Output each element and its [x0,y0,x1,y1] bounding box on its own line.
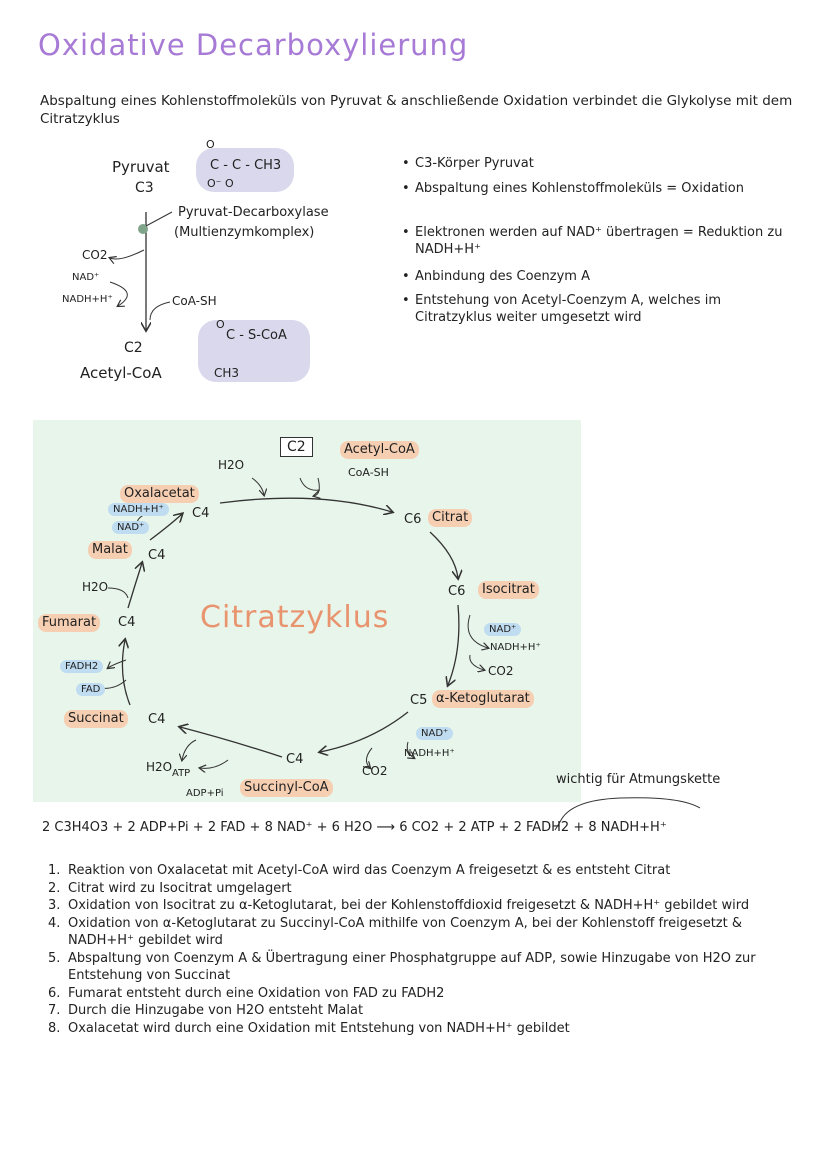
step-text: Reaktion von Oxalacetat mit Acetyl-CoA w… [68,863,671,878]
step-number: 8. [48,1020,61,1036]
cycle-h2o-top: H2O [218,458,245,472]
step-item: 1. Reaktion von Oxalacetat mit Acetyl-CoA… [48,862,788,880]
step-text: Oxidation von α-Ketoglutarat zu Succinyl… [68,915,742,949]
cycle-succinat: Succinat [64,710,128,728]
pyruvat-formula-bottom: O⁻ O [207,177,234,190]
bullet-text: Entstehung von Acetyl-Coenzym A, welches… [415,293,721,325]
cycle-co2-1: CO2 [488,664,514,678]
bullet-text: Abspaltung eines Kohlenstoffmoleküls = O… [415,181,744,196]
acetyl-formula: C - S-CoA [226,328,287,343]
acetyl-structure-blob [198,320,310,382]
intro-text: Abspaltung eines Kohlenstoffmoleküls von… [40,93,793,127]
cycle-malat: Malat [88,541,132,559]
acetyl-label: Acetyl-CoA [80,364,162,382]
pyruvat-coa-sh: CoA-SH [172,294,217,308]
cycle-oxalacetat: Oxalacetat [120,485,199,503]
cycle-c4-oxalacetat: C4 [192,506,210,521]
bullet-item: •Entstehung von Acetyl-Coenzym A, welche… [402,293,721,325]
step-number: 6. [48,985,61,1001]
pyruvat-formula: C - C - CH3 [210,158,282,173]
cycle-h2o-left: H2O [82,580,109,594]
enzyme-label: Pyruvat-Decarboxylase [178,205,329,220]
cycle-center-title: Citratzyklus [200,600,390,635]
step-item: 4. Oxidation von α-Ketoglutarat zu Succin… [48,915,788,950]
bullet-item: •C3-Körper Pyruvat [402,156,534,171]
step-item: 8. Oxalacetat wird durch eine Oxidation m… [48,1020,788,1038]
cycle-h2o-bottom: H2O [146,760,173,774]
cycle-c4-succinylcoa: C4 [286,752,304,767]
cycle-c4-succinat: C4 [148,712,166,727]
bullet-text: Elektronen werden auf NAD⁺ übertragen = … [415,225,783,257]
cycle-fad: FAD [76,683,106,696]
step-item: 3. Oxidation von Isocitrat zu α-Ketogluta… [48,897,788,915]
bullet-item: •Abspaltung eines Kohlenstoffmoleküls = … [402,181,744,196]
bullet-text: C3-Körper Pyruvat [415,156,534,171]
step-number: 7. [48,1003,61,1018]
step-text: Oxalacetat wird durch eine Oxidation mit… [68,1020,570,1036]
step-text: Fumarat entsteht durch eine Oxidation vo… [68,985,445,1001]
bullet-item: •Anbindung des Coenzym A [402,269,590,284]
cycle-acetyl-coa: Acetyl-CoA [340,441,419,459]
pyruvat-label: Pyruvat [112,158,170,176]
cycle-succinyl-coa: Succinyl-CoA [240,779,333,797]
cycle-c5: C5 [410,693,428,708]
pyruvat-c3: C3 [135,180,154,196]
step-text: Citrat wird zu Isocitrat umgelagert [68,880,292,896]
step-text: Abspaltung von Coenzym A & Übertragung e… [68,950,756,984]
cycle-nad-1: NAD⁺ [484,623,522,636]
cycle-c6-isocitrat: C6 [448,584,466,599]
cycle-c6-citrat: C6 [404,512,422,527]
cycle-nad-2: NAD⁺ [416,727,454,740]
step-number: 2. [48,880,61,896]
acetyl-formula-top: O [216,318,225,331]
cycle-c4-malat: C4 [148,548,166,563]
cycle-c2-box: C2 [280,437,313,457]
cycle-atp: ATP [172,768,191,779]
cycle-coa-sh: CoA-SH [348,466,389,479]
cycle-citrat: Citrat [428,509,473,527]
bullet-text: Anbindung des Coenzym A [415,269,590,284]
step-number: 1. [48,863,61,878]
pyruvat-formula-top: O [206,138,215,151]
cycle-fadh2: FADH2 [60,660,104,673]
cycle-c4-fumarat: C4 [118,615,136,630]
pyruvat-nad: NAD⁺ [72,272,100,283]
cycle-nadh-3: NADH+H⁺ [108,503,169,516]
pyruvat-nadh: NADH+H⁺ [62,294,113,305]
step-item: 5. Abspaltung von Coenzym A & Übertragung… [48,950,788,985]
cycle-co2-2: CO2 [362,764,388,778]
step-text: Oxidation von Isocitrat zu α-Ketoglutara… [68,898,750,913]
cycle-nadh-1: NADH+H⁺ [490,642,541,653]
summary-equation: 2 C3H4O3 + 2 ADP+Pi + 2 FAD + 8 NAD⁺ + 6… [42,820,667,835]
citratzyklus-panel [33,420,581,802]
bullet-item: •Elektronen werden auf NAD⁺ übertragen =… [402,225,783,257]
cycle-fumarat: Fumarat [38,614,101,632]
pyruvat-structure-blob [196,148,294,192]
step-number: 5. [48,950,61,966]
steps-list: 1. Reaktion von Oxalacetat mit Acetyl-CoA… [48,862,788,1037]
pyruvat-co2: CO2 [82,248,108,262]
step-item: 6. Fumarat entsteht durch eine Oxidation … [48,985,788,1003]
step-number: 3. [48,898,61,913]
step-text: Durch die Hinzugabe von H2O entsteht Mal… [68,1003,364,1018]
acetyl-formula-bottom: CH3 [214,366,240,380]
enzyme-sub-label: (Multienzymkomplex) [174,225,315,240]
cycle-ketoglutarat: α-Ketoglutarat [432,690,534,708]
step-number: 4. [48,915,61,931]
step-item: 2. Citrat wird zu Isocitrat umgelagert [48,880,788,898]
cycle-adp: ADP+Pi [186,788,224,799]
acetyl-c2: C2 [124,340,143,356]
cycle-nadh-2: NADH+H⁺ [404,748,455,759]
cycle-nad-3: NAD⁺ [112,521,150,534]
cycle-isocitrat: Isocitrat [478,581,539,599]
page-title: Oxidative Decarboxylierung [38,28,469,62]
step-item: 7. Durch die Hinzugabe von H2O entsteht M… [48,1002,788,1020]
atmungskette-note: wichtig für Atmungskette [556,772,721,787]
